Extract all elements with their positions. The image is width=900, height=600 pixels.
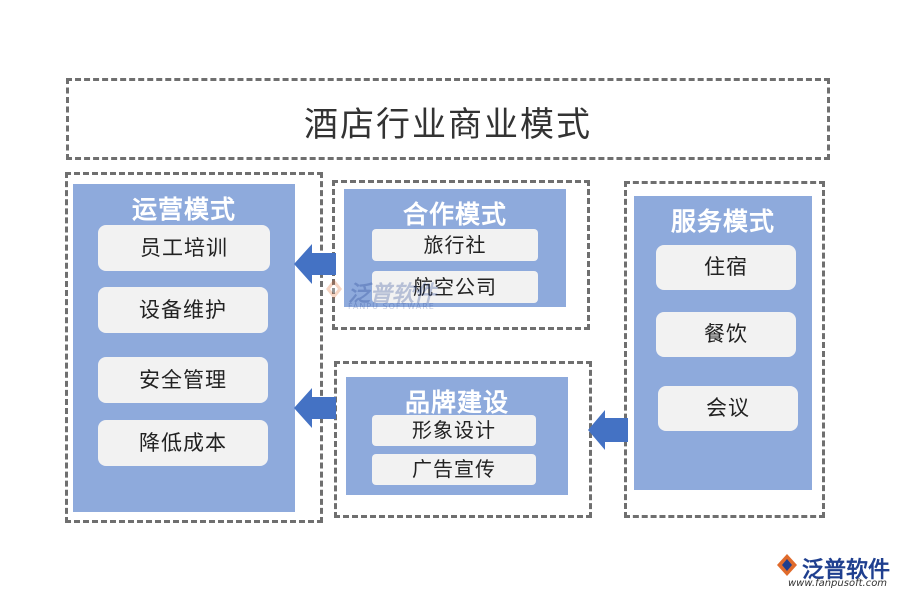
- operations-group: [65, 172, 323, 523]
- fanpu-logo-icon: [777, 554, 797, 576]
- cooperation-title: 合作模式: [402, 200, 507, 229]
- operations-item: 降低成本: [98, 420, 268, 466]
- operations-title: 运营模式: [131, 195, 236, 224]
- arrow-left-icon: [294, 244, 336, 284]
- operations-item: 安全管理: [98, 357, 268, 403]
- fanpu-logo-icon: [326, 279, 342, 299]
- brand-item: 形象设计: [372, 415, 536, 446]
- arrow-left-icon: [588, 410, 628, 450]
- brand-logo: 泛普软件 www.fanpusoft.com: [774, 552, 894, 592]
- title-box: 酒店行业商业模式: [66, 78, 830, 160]
- diagram-title: 酒店行业商业模式: [304, 105, 592, 145]
- operations-item: 设备维护: [98, 287, 268, 333]
- brand-group: [334, 361, 592, 518]
- brand-panel: 品牌建设 形象设计 广告宣传: [346, 377, 568, 495]
- cooperation-item: 旅行社: [372, 229, 538, 261]
- arrow-left-icon: [294, 388, 336, 428]
- watermark-name: 泛普软件: [348, 282, 437, 307]
- operations-item: 员工培训: [98, 225, 270, 271]
- cooperation-item: 航空公司: [372, 271, 538, 303]
- service-item: 住宿: [656, 245, 796, 290]
- watermark-sub: FANPU SOFTWARE: [348, 302, 435, 311]
- logo-url: www.fanpusoft.com: [788, 578, 888, 589]
- brand-item: 广告宣传: [372, 454, 536, 485]
- service-item: 会议: [658, 386, 798, 431]
- operations-panel: 运营模式 员工培训 设备维护 安全管理 降低成本: [73, 184, 295, 512]
- watermark: 泛普软件 FANPU SOFTWARE: [322, 274, 442, 320]
- service-item: 餐饮: [656, 312, 796, 357]
- brand-title: 品牌建设: [404, 388, 509, 417]
- cooperation-panel: 合作模式 旅行社 航空公司: [344, 189, 566, 307]
- logo-name: 泛普软件: [802, 558, 891, 583]
- service-group: [624, 181, 825, 518]
- service-panel: 服务模式 住宿 餐饮 会议: [634, 196, 812, 490]
- service-title: 服务模式: [670, 207, 775, 236]
